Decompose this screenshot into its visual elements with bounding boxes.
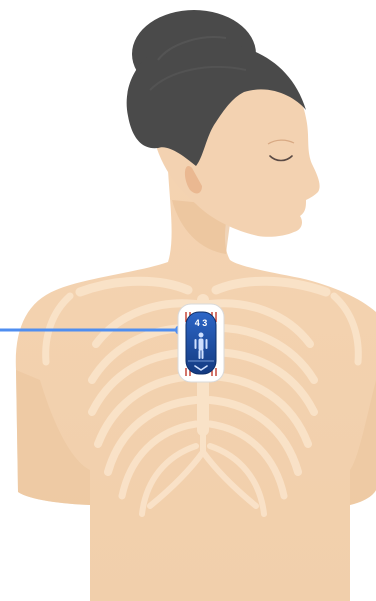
device-label: 4 3 [195,318,208,328]
ecg-patch-device: 4 3 [178,304,224,382]
